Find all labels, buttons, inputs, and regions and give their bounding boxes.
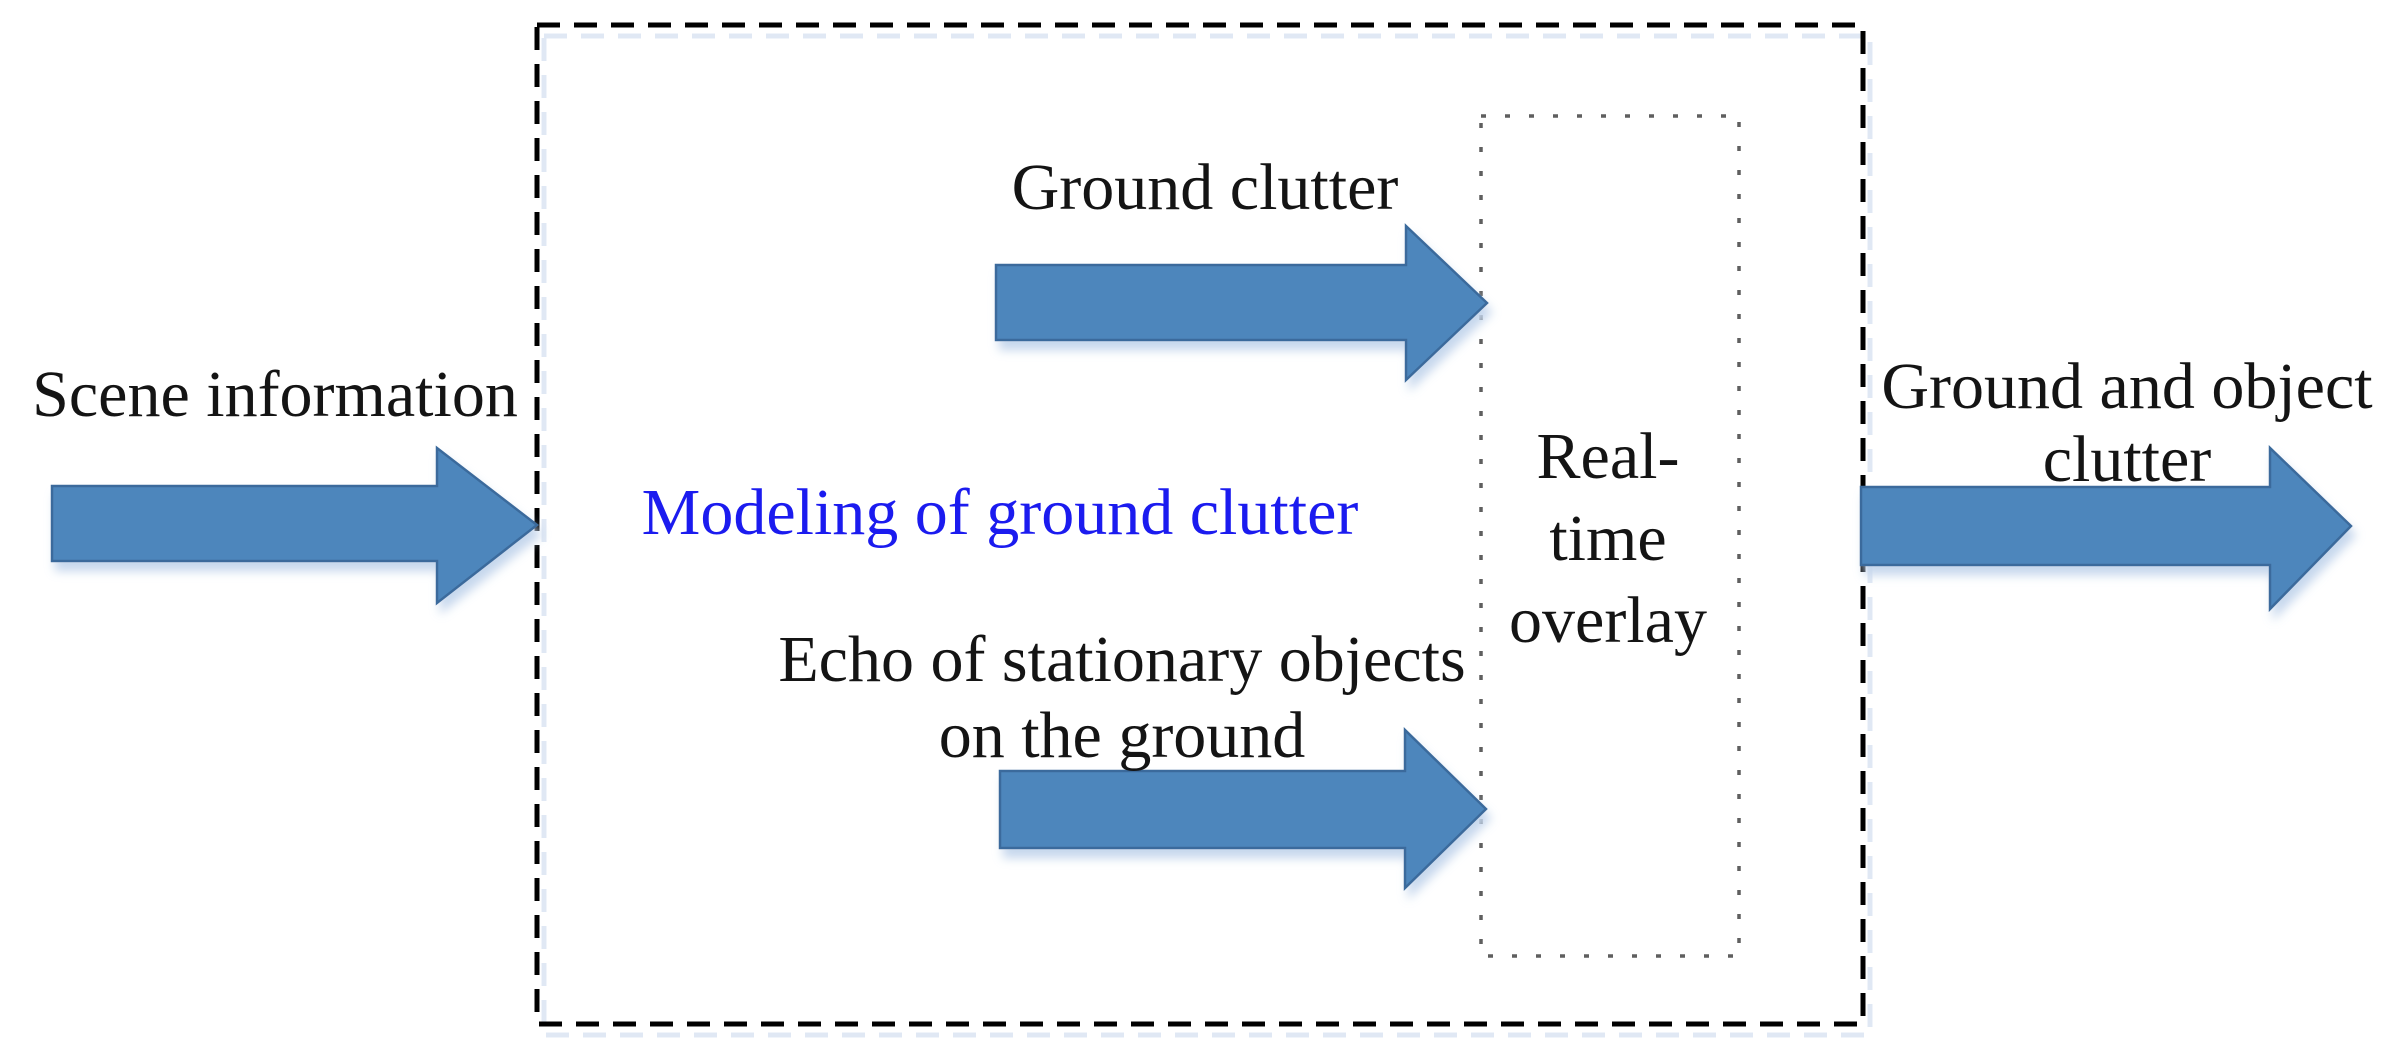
realtime-overlay-label-line3: overlay <box>1509 584 1707 657</box>
realtime-overlay-dotted-box <box>1479 114 1741 958</box>
output-label-line2: clutter <box>2042 423 2212 496</box>
ground-clutter-label: Ground clutter <box>1011 151 1399 224</box>
scene-input-arrow-icon <box>50 445 540 606</box>
echo-arrow-icon <box>998 727 1488 891</box>
realtime-overlay-label-line1: Real- <box>1536 420 1680 493</box>
echo-label-line1: Echo of stationary objects <box>778 623 1466 696</box>
realtime-overlay-label: Real- time overlay <box>1482 416 1734 662</box>
scene-input-label: Scene information <box>32 358 518 431</box>
output-label-line1: Ground and object <box>1881 350 2373 423</box>
modeling-of-ground-clutter-label: Modeling of ground clutter <box>641 476 1359 549</box>
echo-stationary-objects-label: Echo of stationary objects on the ground <box>770 622 1474 774</box>
ground-clutter-arrow-icon <box>994 223 1489 383</box>
ground-object-clutter-label: Ground and object clutter <box>1876 350 2378 496</box>
output-arrow-icon <box>1859 445 2353 613</box>
realtime-overlay-label-line2: time <box>1549 502 1667 575</box>
echo-label-line2: on the ground <box>938 699 1306 772</box>
